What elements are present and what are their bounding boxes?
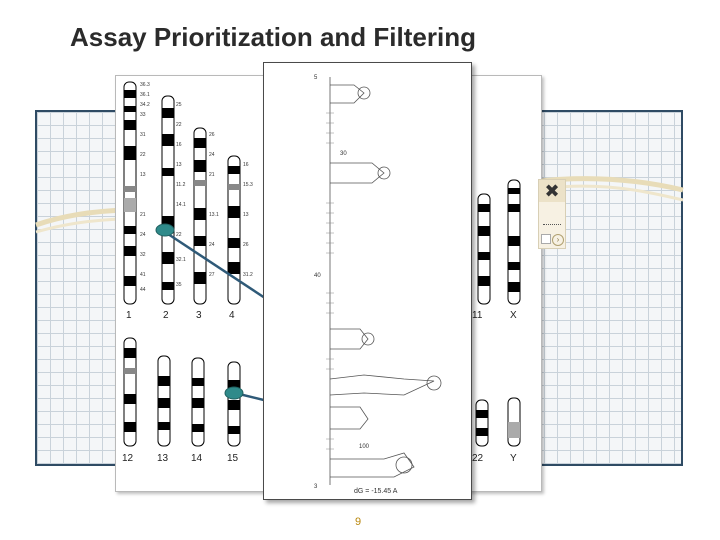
svg-text:16: 16 <box>176 142 182 148</box>
svg-text:15.3: 15.3 <box>243 182 253 188</box>
karyotype-figure: 36.3 36.1 34.2 33 31 22 13 21 24 32 41 4… <box>122 81 521 464</box>
chrom-label-14: 14 <box>191 453 203 464</box>
chrom-label-13: 13 <box>157 453 169 464</box>
svg-text:13.1: 13.1 <box>209 212 219 218</box>
chromosome-12 <box>123 337 137 447</box>
svg-text:24: 24 <box>209 152 215 158</box>
chrom-label-3: 3 <box>196 310 202 321</box>
highlight-marker <box>155 223 175 237</box>
svg-text:11.2: 11.2 <box>176 182 186 188</box>
svg-text:14.1: 14.1 <box>176 202 186 208</box>
chrom-label-4: 4 <box>229 310 235 321</box>
svg-text:36.3: 36.3 <box>140 82 150 88</box>
svg-text:41: 41 <box>140 272 146 278</box>
svg-text:13: 13 <box>140 172 146 178</box>
chrom-label-2: 2 <box>163 310 169 321</box>
three-prime-label: 3 <box>314 484 318 490</box>
next-icon[interactable]: › <box>552 234 564 246</box>
chrom-label-1: 1 <box>126 310 132 321</box>
svg-text:31.2: 31.2 <box>243 272 253 278</box>
svg-text:13: 13 <box>243 212 249 218</box>
chromosome-11 <box>477 193 491 305</box>
svg-text:27: 27 <box>209 272 215 278</box>
svg-text:34.2: 34.2 <box>140 102 150 108</box>
free-energy-label: dG = -15.45 A <box>354 488 398 495</box>
chromosome-1 <box>123 81 137 305</box>
position-label-30: 30 <box>340 151 347 157</box>
chromosome-3 <box>193 127 207 305</box>
connector-line <box>164 230 269 302</box>
svg-text:31: 31 <box>140 132 146 138</box>
page-number: 9 <box>355 516 362 528</box>
side-widget: ✖ › <box>538 179 566 249</box>
svg-text:22: 22 <box>176 122 182 128</box>
svg-text:13: 13 <box>176 162 182 168</box>
svg-text:16: 16 <box>243 162 249 168</box>
chrom-label-11: 11 <box>472 310 483 321</box>
svg-text:32: 32 <box>140 252 146 258</box>
svg-text:33: 33 <box>140 112 146 118</box>
close-icon[interactable]: ✖ <box>544 181 560 201</box>
svg-text:22: 22 <box>140 152 146 158</box>
svg-text:26: 26 <box>209 132 215 138</box>
svg-text:44: 44 <box>140 287 146 293</box>
svg-text:35: 35 <box>176 282 182 288</box>
chrom-label-15: 15 <box>227 453 239 464</box>
chromosome-y <box>507 397 521 447</box>
svg-text:26: 26 <box>243 242 249 248</box>
slide-title: Assay Prioritization and Filtering <box>70 22 476 52</box>
chromosome-2 <box>161 95 175 305</box>
svg-text:21: 21 <box>140 212 146 218</box>
svg-text:24: 24 <box>140 232 146 238</box>
rna-structure-card: 5 3 40 30 100 <box>263 62 472 500</box>
chrom-label-y: Y <box>510 453 517 464</box>
band-labels: 36.3 36.1 34.2 33 31 22 13 21 24 32 41 4… <box>140 82 253 293</box>
position-label-40: 40 <box>314 273 321 279</box>
svg-text:25: 25 <box>176 102 182 108</box>
chromosome-13 <box>157 355 171 447</box>
rna-secondary-structure: 5 3 40 30 100 <box>314 75 442 490</box>
svg-text:22: 22 <box>176 232 182 238</box>
chromosome-14 <box>191 357 205 447</box>
chrom-label-12: 12 <box>122 453 134 464</box>
chromosome-15 <box>227 361 241 447</box>
position-label-100: 100 <box>359 444 370 450</box>
svg-text:24: 24 <box>209 242 215 248</box>
five-prime-label: 5 <box>314 75 318 81</box>
chromosome-22 <box>475 399 489 447</box>
chromosome-4 <box>227 155 241 305</box>
svg-text:32.1: 32.1 <box>176 257 186 263</box>
chrom-label-22: 22 <box>472 453 484 464</box>
checkbox-icon[interactable] <box>541 234 551 244</box>
chrom-label-x: X <box>510 310 517 321</box>
svg-text:21: 21 <box>209 172 215 178</box>
chromosome-x <box>507 179 521 305</box>
highlight-marker <box>224 386 244 400</box>
svg-text:36.1: 36.1 <box>140 92 150 98</box>
